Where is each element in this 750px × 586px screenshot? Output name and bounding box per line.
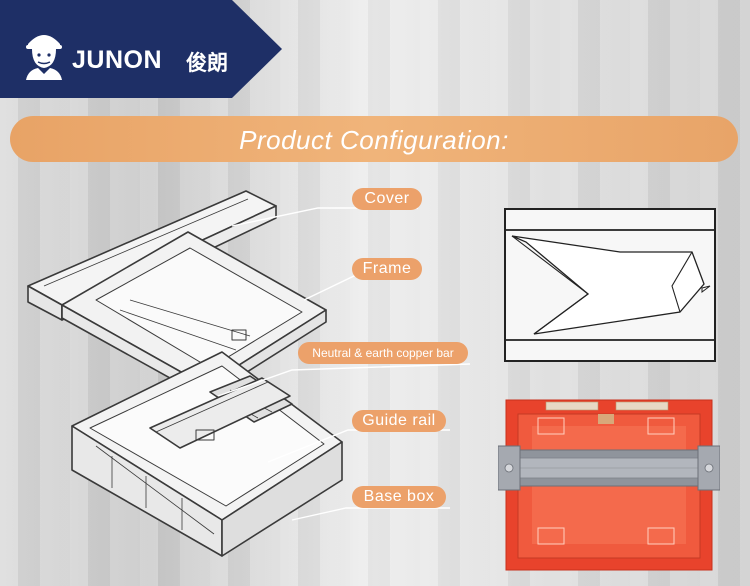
page-title: Product Configuration: xyxy=(239,125,509,155)
cover-front-view xyxy=(504,208,716,362)
brand-name-chinese: 俊朗 xyxy=(186,52,228,75)
label-base-box: Base box xyxy=(352,486,446,508)
brand-name: JUNON xyxy=(72,46,163,74)
label-copper-bar: Neutral & earth copper bar xyxy=(298,342,468,364)
label-guide-rail: Guide rail xyxy=(352,410,446,432)
banner-shape xyxy=(0,0,282,98)
label-frame: Frame xyxy=(352,258,422,280)
base-box-drawing xyxy=(71,351,343,557)
label-cover: Cover xyxy=(352,188,422,210)
brand-banner: JUNON 俊朗 xyxy=(0,0,282,98)
base-box-photo xyxy=(498,399,720,571)
worker-mascot-icon xyxy=(26,35,62,80)
title-bar: Product Configuration: xyxy=(10,116,738,162)
